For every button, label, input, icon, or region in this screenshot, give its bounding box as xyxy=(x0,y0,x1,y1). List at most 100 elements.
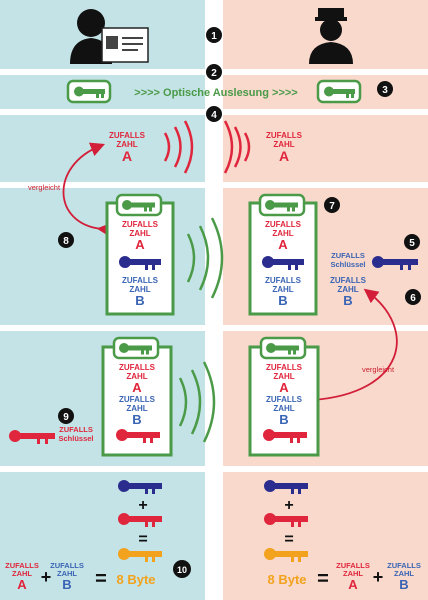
compare-label-right: vergleicht xyxy=(362,365,395,374)
svg-text:A: A xyxy=(132,380,142,395)
svg-text:ZUFALLS: ZUFALLS xyxy=(5,561,39,570)
step-badge-1: 1 xyxy=(206,27,222,43)
radio-waves-green-mid xyxy=(186,217,224,299)
svg-text:ZUFALLS: ZUFALLS xyxy=(265,276,302,285)
random-key-b-right: ZUFALLS Schlüssel xyxy=(330,251,418,270)
svg-text:A: A xyxy=(279,148,289,164)
svg-text:B: B xyxy=(343,293,352,308)
svg-text:ZUFALLS: ZUFALLS xyxy=(109,131,146,140)
svg-text:A: A xyxy=(135,237,145,252)
svg-text:=: = xyxy=(95,568,107,590)
svg-text:B: B xyxy=(135,293,144,308)
svg-text:+: + xyxy=(373,567,384,587)
random-number-a-right-top: ZUFALLS ZAHL A xyxy=(266,131,303,164)
svg-text:+: + xyxy=(138,497,147,514)
svg-text:10: 10 xyxy=(177,565,187,575)
officer-icon xyxy=(309,8,353,64)
key-stack-left: + = xyxy=(118,480,162,562)
step-badge-4: 4 xyxy=(206,106,222,122)
svg-text:4: 4 xyxy=(211,110,217,121)
svg-text:Schlüssel: Schlüssel xyxy=(330,260,365,269)
svg-text:A: A xyxy=(279,380,289,395)
center-divider xyxy=(205,0,223,600)
svg-text:ZUFALLS: ZUFALLS xyxy=(265,220,302,229)
svg-text:8: 8 xyxy=(63,236,69,247)
svg-text:ZAHL: ZAHL xyxy=(129,229,150,238)
step-badge-5: 5 xyxy=(404,234,420,250)
svg-text:ZUFALLS: ZUFALLS xyxy=(336,561,370,570)
svg-text:ZUFALLS: ZUFALLS xyxy=(59,425,93,434)
svg-text:ZAHL: ZAHL xyxy=(272,229,293,238)
svg-text:8 Byte: 8 Byte xyxy=(267,572,306,587)
svg-text:ZUFALLS: ZUFALLS xyxy=(119,395,156,404)
svg-text:ZAHL: ZAHL xyxy=(12,569,32,578)
step-badge-9: 9 xyxy=(58,408,74,424)
svg-text:ZAHL: ZAHL xyxy=(126,372,147,381)
step-badge-10: 10 xyxy=(173,560,191,578)
svg-text:2: 2 xyxy=(211,68,217,79)
svg-text:ZAHL: ZAHL xyxy=(273,372,294,381)
svg-text:ZAHL: ZAHL xyxy=(273,404,294,413)
svg-text:ZAHL: ZAHL xyxy=(129,285,150,294)
compare-arrow-right xyxy=(303,288,398,408)
clipboard-right-mid: ZUFALLS ZAHL A ZUFALLS ZAHL B xyxy=(248,193,318,316)
svg-text:ZUFALLS: ZUFALLS xyxy=(122,276,159,285)
svg-text:ZAHL: ZAHL xyxy=(273,140,294,149)
svg-text:A: A xyxy=(122,148,132,164)
radio-waves-red xyxy=(163,120,251,174)
svg-text:ZAHL: ZAHL xyxy=(57,569,77,578)
step-badge-2: 2 xyxy=(206,64,222,80)
svg-text:A: A xyxy=(17,577,27,592)
svg-text:ZUFALLS: ZUFALLS xyxy=(387,561,421,570)
svg-text:ZAHL: ZAHL xyxy=(116,140,137,149)
svg-text:ZAHL: ZAHL xyxy=(126,404,147,413)
compare-arrow-left xyxy=(62,142,112,238)
svg-text:Schlüssel: Schlüssel xyxy=(58,434,93,443)
svg-text:+: + xyxy=(41,567,52,587)
svg-text:ZUFALLS: ZUFALLS xyxy=(266,131,303,140)
svg-text:=: = xyxy=(317,568,329,590)
svg-text:B: B xyxy=(279,412,288,427)
svg-text:ZAHL: ZAHL xyxy=(272,285,293,294)
svg-text:B: B xyxy=(399,577,408,592)
svg-text:5: 5 xyxy=(409,238,415,249)
clipboard-left-mid: ZUFALLS ZAHL A ZUFALLS ZAHL B xyxy=(105,193,175,316)
svg-text:=: = xyxy=(138,531,147,548)
compare-label-left: vergleicht xyxy=(28,183,61,192)
svg-text:+: + xyxy=(284,497,293,514)
svg-text:1: 1 xyxy=(211,31,217,42)
svg-text:ZUFALLS: ZUFALLS xyxy=(266,395,303,404)
svg-text:ZUFALLS: ZUFALLS xyxy=(266,363,303,372)
svg-text:B: B xyxy=(132,412,141,427)
clipboard-left-lower: ZUFALLS ZAHL A ZUFALLS ZAHL B xyxy=(101,336,173,457)
svg-text:ZAHL: ZAHL xyxy=(394,569,414,578)
svg-text:ZUFALLS: ZUFALLS xyxy=(50,561,84,570)
radio-waves-green-lower xyxy=(178,361,216,443)
formula-right: 8 Byte = ZUFALLS ZAHL A + ZUFALLS ZAHL B xyxy=(267,561,420,592)
person-with-id-card-icon xyxy=(70,9,149,64)
random-key-red-left: ZUFALLS Schlüssel xyxy=(9,425,94,444)
step-badge-7: 7 xyxy=(324,197,340,213)
svg-text:8 Byte: 8 Byte xyxy=(116,572,155,587)
step-badge-3: 3 xyxy=(377,81,393,97)
svg-text:ZUFALLS: ZUFALLS xyxy=(119,363,156,372)
svg-text:6: 6 xyxy=(410,293,416,304)
svg-text:B: B xyxy=(278,293,287,308)
key-stack-right: + = xyxy=(264,480,308,562)
key-card-right-top xyxy=(316,79,362,104)
svg-text:9: 9 xyxy=(63,412,69,423)
formula-left: ZUFALLS ZAHL A + ZUFALLS ZAHL B = 8 Byte xyxy=(5,561,155,592)
optical-readout-label: >>>> Optische Auslesung >>>> xyxy=(134,87,297,99)
key-card-left-top xyxy=(66,79,112,104)
step-badge-8: 8 xyxy=(58,232,74,248)
svg-text:ZUFALLS: ZUFALLS xyxy=(331,251,365,260)
svg-text:ZUFALLS: ZUFALLS xyxy=(330,276,367,285)
svg-text:ZUFALLS: ZUFALLS xyxy=(122,220,159,229)
svg-text:3: 3 xyxy=(382,85,388,96)
step-badge-6: 6 xyxy=(405,289,421,305)
svg-text:B: B xyxy=(62,577,71,592)
clipboard-right-lower: ZUFALLS ZAHL A ZUFALLS ZAHL B xyxy=(248,336,320,457)
svg-text:7: 7 xyxy=(329,201,335,212)
